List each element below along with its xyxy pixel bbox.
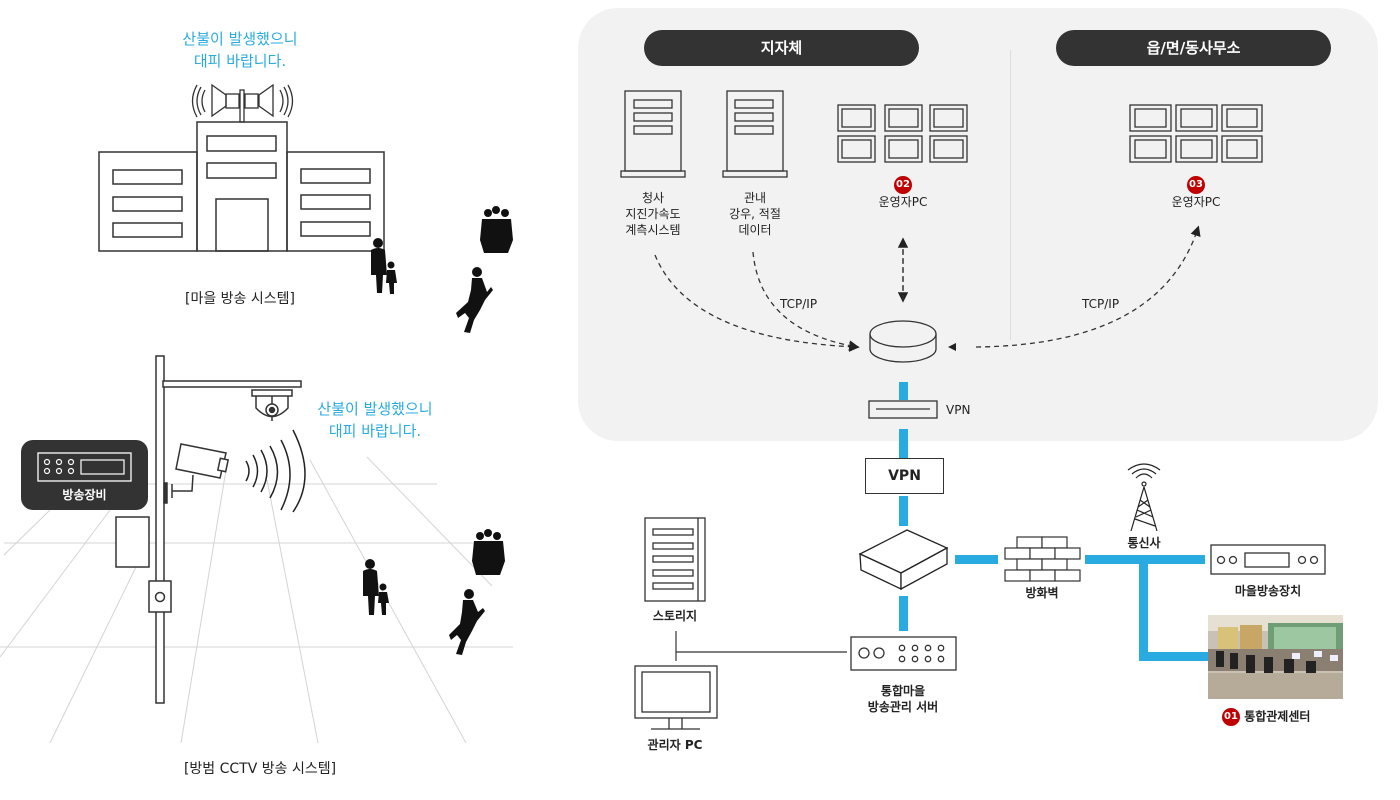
server-tower-icon (722, 90, 788, 178)
label-line: 통합마을 (880, 684, 926, 698)
video-wall-icon (837, 104, 968, 163)
label-line: 지진가속도 (625, 207, 681, 221)
operator-pc-label: 운영자PC (1171, 195, 1221, 209)
network-panel (578, 8, 1378, 441)
number-badge-03: 03 (1187, 176, 1205, 194)
server-tower-icon (620, 90, 686, 178)
label-line: 관내 (743, 191, 767, 205)
operator-pc-03: 03 운영자PC (1146, 176, 1246, 210)
admin-pc-label: 관리자 PC (647, 738, 703, 752)
label-line: 청사 (641, 191, 665, 205)
village-alert-line1: 산불이 발생했으니 (182, 30, 298, 48)
storage-label: 스토리지 (652, 609, 698, 623)
control-center-photo (1208, 615, 1343, 699)
broadcast-equipment-icon (37, 452, 132, 482)
panel-divider (1010, 50, 1011, 340)
cctv-system-caption: [방범 CCTV 방송 시스템] (183, 761, 337, 777)
broadcast-equipment-box: 방송장비 (21, 440, 148, 510)
operator-pc-label: 운영자PC (878, 195, 928, 209)
village-system-caption: [마을 방송 시스템] (185, 291, 295, 307)
arrow-head (948, 343, 956, 351)
village-broadcast-device-icon (1210, 544, 1326, 575)
video-wall-icon (1129, 104, 1263, 163)
vpn-box: VPN (865, 458, 944, 494)
dome-camera-icon (251, 389, 293, 421)
protocol-label-left: TCP/IP (780, 297, 818, 311)
storage-icon (644, 517, 706, 602)
operator-pc-02: 02 운영자PC (853, 176, 953, 210)
telecom-tower-icon (1127, 463, 1161, 532)
village-alert-line2: 대피 바랍니다. (193, 52, 287, 70)
firewall-icon (1004, 536, 1081, 582)
vpn-gateway-label: VPN (946, 403, 971, 417)
admin-pc-monitor-icon (634, 665, 718, 730)
label-line: 데이터 (738, 223, 772, 237)
village-broadcast-device-label: 마을방송장치 (1234, 584, 1302, 598)
control-center-name: 통합관제센터 (1244, 709, 1311, 724)
number-badge-01: 01 (1222, 708, 1240, 726)
sound-waves-icon (245, 429, 306, 513)
vpn-gateway-icon (868, 400, 938, 419)
lan-cable (675, 631, 847, 661)
protocol-label-right: TCP/IP (1082, 297, 1120, 311)
telecom-label: 통신사 (1127, 536, 1161, 550)
floor-grid (0, 456, 513, 744)
switch-icon (858, 529, 949, 591)
label-line: 강우, 적절 (729, 207, 781, 221)
people-silhouette-icon (371, 206, 513, 333)
cctv-alert-message: 산불이 발생했으니 대피 바랍니다. (300, 398, 450, 442)
people-silhouette-icon (363, 529, 505, 655)
server-rainfall-label: 관내 강우, 적절 데이터 (705, 190, 805, 238)
box-camera-icon (163, 443, 230, 504)
firewall-label: 방화벽 (1025, 586, 1059, 600)
network-links (899, 382, 1209, 661)
loudspeaker-icon (191, 83, 294, 123)
label-line: 계측시스템 (625, 223, 681, 237)
server-earthquake-label: 청사 지진가속도 계측시스템 (603, 190, 703, 238)
broadcast-server-label: 통합마을 방송관리 서버 (848, 683, 958, 715)
cctv-pole-icon (115, 355, 302, 704)
group-header-local-gov: 지자체 (644, 30, 919, 66)
village-alert-message: 산불이 발생했으니 대피 바랍니다. (150, 28, 330, 72)
broadcast-server-icon (850, 636, 957, 671)
router-icon (869, 320, 937, 363)
broadcast-equipment-label: 방송장비 (62, 488, 107, 502)
control-center-image (1208, 615, 1343, 699)
number-badge-02: 02 (894, 176, 912, 194)
label-line: 방송관리 서버 (867, 700, 939, 714)
cctv-alert-line1: 산불이 발생했으니 (317, 400, 433, 418)
group-header-town-office: 읍/면/동사무소 (1056, 30, 1331, 66)
data-flow-arrows (654, 225, 1201, 352)
cctv-alert-line2: 대피 바랍니다. (328, 422, 422, 440)
control-center-label: 01 통합관제센터 (1222, 708, 1332, 726)
